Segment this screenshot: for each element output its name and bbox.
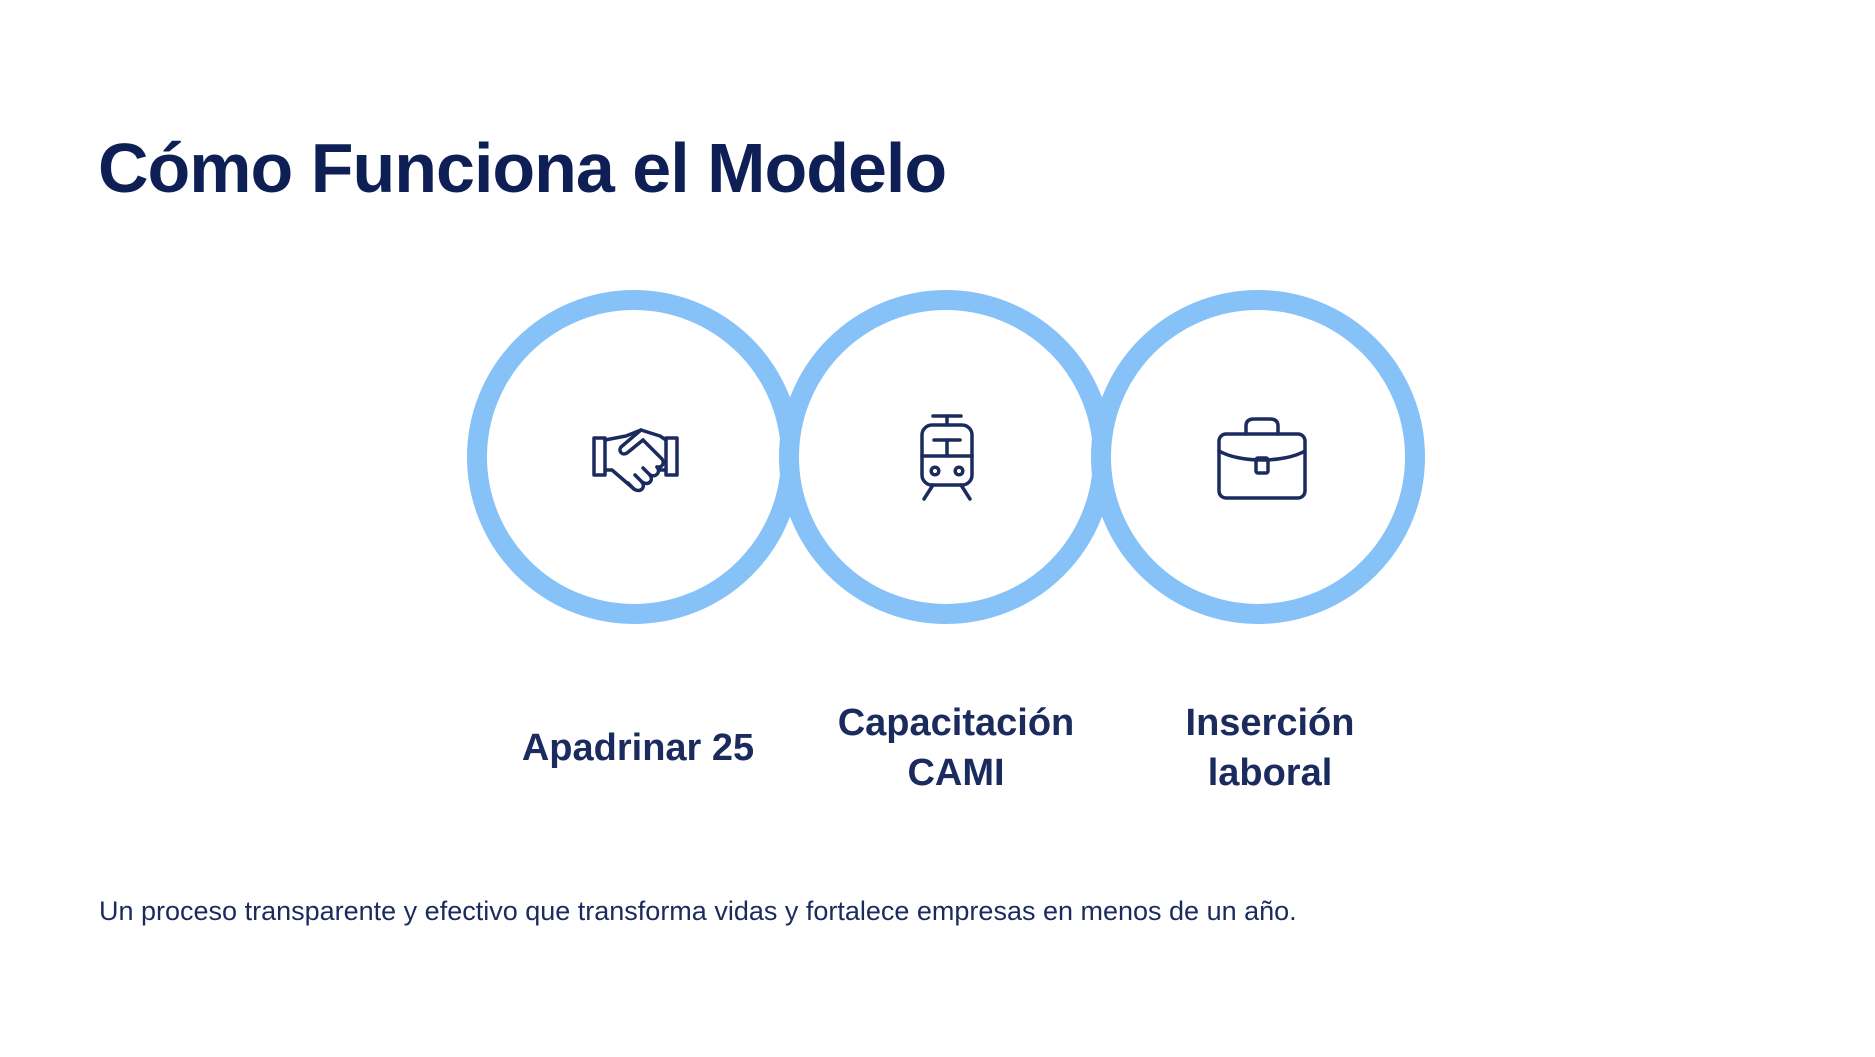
briefcase-icon (1217, 417, 1307, 500)
train-icon (920, 414, 974, 501)
page-title: Cómo Funciona el Modelo (98, 129, 947, 207)
step-ring-1 (467, 290, 801, 624)
handshake-icon (592, 428, 679, 493)
step-label-2: Capacitación CAMI (837, 702, 1075, 794)
step-label-3: Inserción laboral (1185, 702, 1355, 794)
footer-text: Un proceso transparente y efectivo que t… (99, 896, 1297, 926)
step-label-1: Apadrinar 25 (521, 727, 755, 769)
